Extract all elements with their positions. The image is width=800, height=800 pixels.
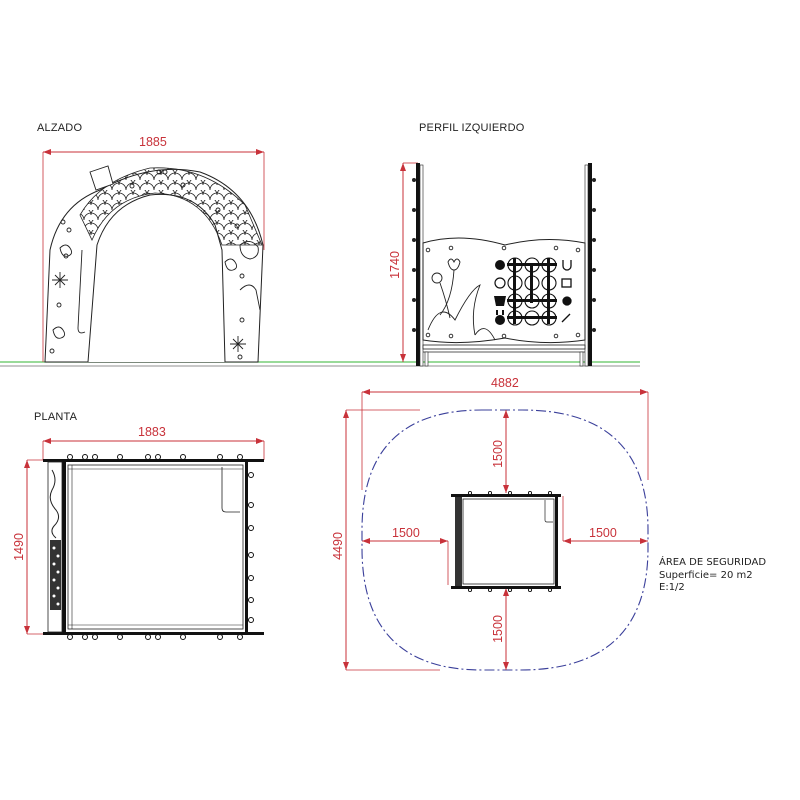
safety-surface-text: Superficie= 20 m2 bbox=[659, 569, 753, 581]
left-clearance-label: 1500 bbox=[392, 526, 420, 540]
alzado-title: ALZADO bbox=[37, 122, 83, 134]
planta-depth-label: 1490 bbox=[11, 533, 26, 561]
planta-title: PLANTA bbox=[34, 411, 78, 423]
perfil-drawing bbox=[400, 162, 596, 367]
safety-zone-outline bbox=[361, 409, 649, 671]
safety-area-heading: ÁREA DE SEGURIDAD bbox=[659, 557, 767, 568]
planta-width-label: 1883 bbox=[138, 425, 166, 439]
right-clearance-label: 1500 bbox=[589, 526, 617, 540]
safety-depth-label: 4490 bbox=[330, 532, 345, 560]
planta-drawing bbox=[24, 438, 265, 640]
perfil-height-label: 1740 bbox=[387, 251, 402, 279]
alzado-width-label: 1885 bbox=[139, 135, 167, 149]
perfil-title: PERFIL IZQUIERDO bbox=[419, 122, 525, 134]
safety-width-label: 4882 bbox=[491, 376, 519, 390]
safety-area-drawing bbox=[343, 389, 649, 671]
scale-text: E:1/2 bbox=[659, 582, 685, 593]
top-clearance-label: 1500 bbox=[490, 440, 505, 468]
alzado-drawing bbox=[0, 149, 640, 367]
safety-notes: ÁREA DE SEGURIDAD Superficie= 20 m2 E:1/… bbox=[659, 557, 766, 595]
bottom-clearance-label: 1500 bbox=[490, 615, 505, 643]
